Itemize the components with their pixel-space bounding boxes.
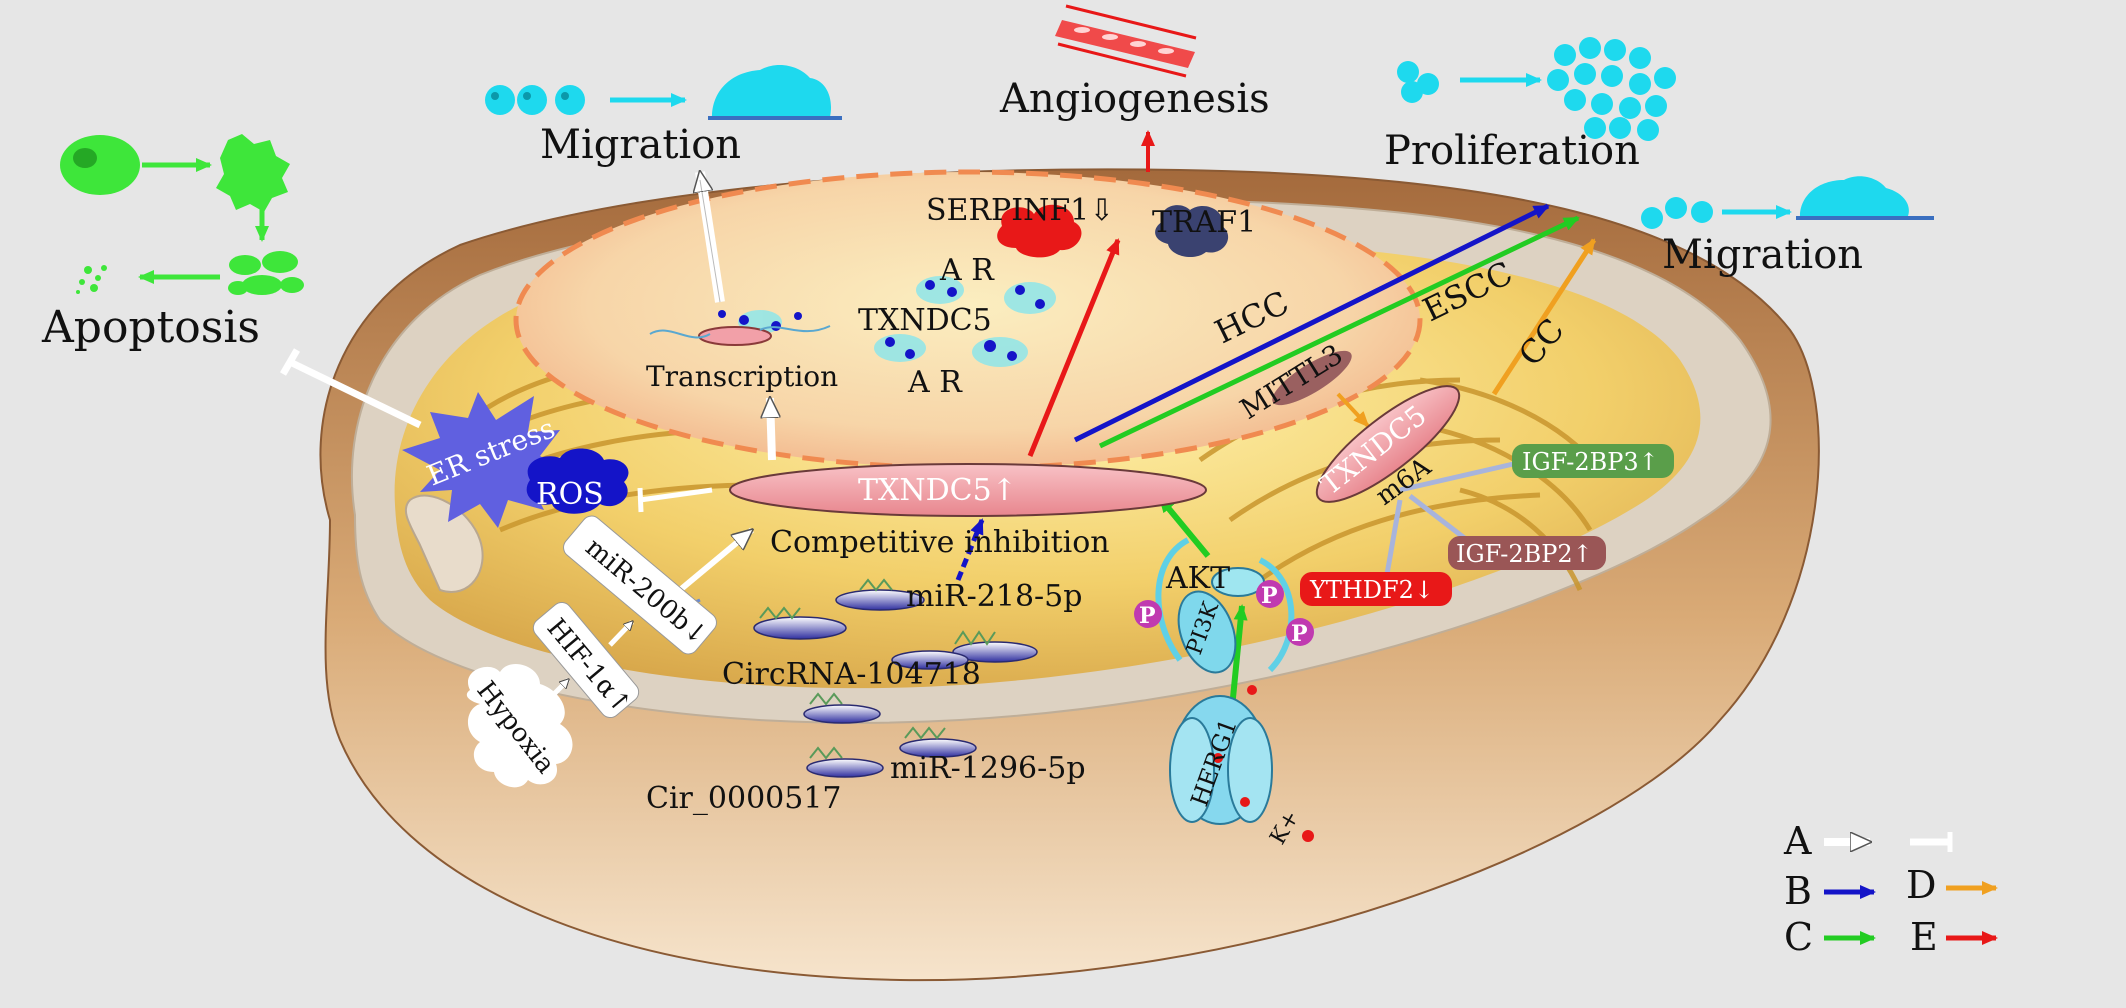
proliferation-label: Proliferation [1384,128,1640,174]
apoptosis-illustration [60,134,304,295]
arrow-angiogenesis-from-txndc5 [1027,238,1121,457]
arrow-herg1-akt [1229,604,1248,709]
mir1296-label: miR-1296-5p [890,751,1086,786]
ar-top-label: A R [939,253,995,288]
txndc5-center-label: TXNDC5↑ [858,473,1017,508]
herg1-channel [1155,537,1314,842]
txndc5-center-ellipse [729,463,1207,517]
label-boxes [532,204,1674,719]
serpinf1-label: SERPINF1⇩ [926,193,1114,228]
arrow-to-migration [700,172,725,303]
igf2bp2-label: IGF-2BP2↑ [1456,540,1593,568]
er-stress-burst [402,392,568,528]
circrna-label: CircRNA-104718 [722,657,981,692]
apoptosis-label: Apoptosis [41,302,260,353]
traf1-label: TRAF1 [1152,205,1256,240]
migration-left-illustration [485,64,842,120]
inhibit-apoptosis [288,358,422,429]
mir218-label: miR-218-5p [906,579,1082,614]
arrow-mir218 [955,518,985,581]
legend: A B C D E [1783,819,1998,959]
inhibit-ros [639,487,713,503]
transcription-label: Transcription [646,360,838,393]
pathway-arrows [279,130,1597,709]
nucleus-ar-complexes [649,276,1056,367]
txndc5-nucleus-label: TXNDC5 [858,303,992,338]
ros-label: ROS [536,477,604,512]
arrow-escc [1098,215,1580,449]
angiogenesis-illustration [1055,4,1197,78]
legend-b-label: B [1784,869,1812,913]
txndc5-right-ellipse [1315,385,1461,503]
migration-left-label: Migration [540,122,741,168]
phospho-bubbles [1134,580,1314,646]
serpinf1-blob [997,204,1082,258]
cir517-label: Cir_0000517 [646,781,842,816]
legend-e-label: E [1910,915,1938,959]
migration-right-illustration [1641,176,1934,229]
ros-cloud [526,448,629,514]
proliferation-illustration [1397,37,1676,141]
p1-label: P [1139,603,1156,629]
traf1-blob [1155,205,1229,258]
hypoxia-cloud [466,663,573,788]
mettl3-ellipse [1272,350,1352,406]
igf2bp3-label: IGF-2BP3↑ [1522,448,1659,476]
ar-bottom-label: A R [907,365,963,400]
legend-d-label: D [1906,863,1936,907]
akt-label: AKT [1165,561,1230,596]
p2-label: P [1261,583,1278,609]
legend-c-label: C [1784,915,1813,959]
arrow-hif-mir200b [608,622,632,647]
ythdf2-label: YTHDF2↓ [1309,576,1434,604]
arrow-to-transcription [770,398,772,461]
arrow-hcc [1073,203,1550,443]
arrow-mettl3 [1336,392,1370,428]
migration-right-label: Migration [1662,232,1863,278]
legend-a-label: A [1783,819,1812,863]
arrow-competitive [678,530,752,593]
competitive-inhibition-label: Competitive inhibition [770,525,1110,560]
p3-label: P [1291,621,1308,647]
angiogenesis-label: Angiogenesis [999,76,1270,122]
arrow-cc [1491,238,1597,396]
arrow-akt-txndc5 [1157,496,1211,558]
